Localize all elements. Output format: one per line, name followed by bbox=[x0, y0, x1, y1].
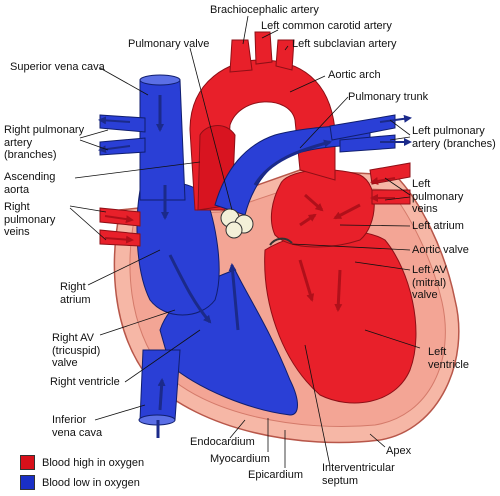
left-common-carotid-artery-vessel bbox=[254, 31, 273, 65]
legend-item-low-oxygen: Blood low in oxygen bbox=[20, 475, 140, 490]
label-pulmonary-trunk: Pulmonary trunk bbox=[348, 91, 429, 103]
label-aortic-valve: Aortic valve bbox=[412, 244, 469, 256]
label-right-ventricle: Right ventricle bbox=[50, 376, 120, 388]
label-left-common-carotid-artery: Left common carotid artery bbox=[261, 20, 392, 32]
leader-lines bbox=[69, 15, 421, 468]
label-pulmonary-valve: Pulmonary valve bbox=[128, 38, 210, 50]
legend-swatch-red bbox=[20, 455, 35, 470]
legend-label-high-oxygen: Blood high in oxygen bbox=[42, 456, 145, 469]
aortic-valve-shape bbox=[269, 237, 293, 246]
label-apex: Apex bbox=[386, 445, 412, 457]
label-left-subclavian-artery: Left subclavian artery bbox=[292, 38, 397, 50]
pulmonary-valve-shape bbox=[220, 208, 254, 239]
label-myocardium: Myocardium bbox=[210, 453, 270, 465]
label-left-atrium: Left atrium bbox=[412, 220, 464, 232]
label-brachiocephalic-artery: Brachiocephalic artery bbox=[210, 4, 319, 16]
label-left-av-valve: Left AV(mitral)valve bbox=[412, 264, 447, 301]
legend-label-low-oxygen: Blood low in oxygen bbox=[42, 476, 140, 489]
label-endocardium: Endocardium bbox=[190, 436, 255, 448]
legend-swatch-blue bbox=[20, 475, 35, 490]
left-subclavian-artery-vessel bbox=[275, 39, 295, 71]
superior-vena-cava-vessel bbox=[139, 79, 186, 201]
label-epicardium: Epicardium bbox=[248, 469, 304, 481]
legend-item-high-oxygen: Blood high in oxygen bbox=[20, 455, 144, 470]
left-atrium-chamber bbox=[270, 169, 375, 248]
label-aortic-arch: Aortic arch bbox=[328, 69, 381, 81]
label-superior-vena-cava: Superior vena cava bbox=[10, 61, 105, 73]
label-right-av-valve: Right AV(tricuspid)valve bbox=[52, 332, 101, 369]
brachiocephalic-artery-vessel bbox=[229, 39, 253, 73]
